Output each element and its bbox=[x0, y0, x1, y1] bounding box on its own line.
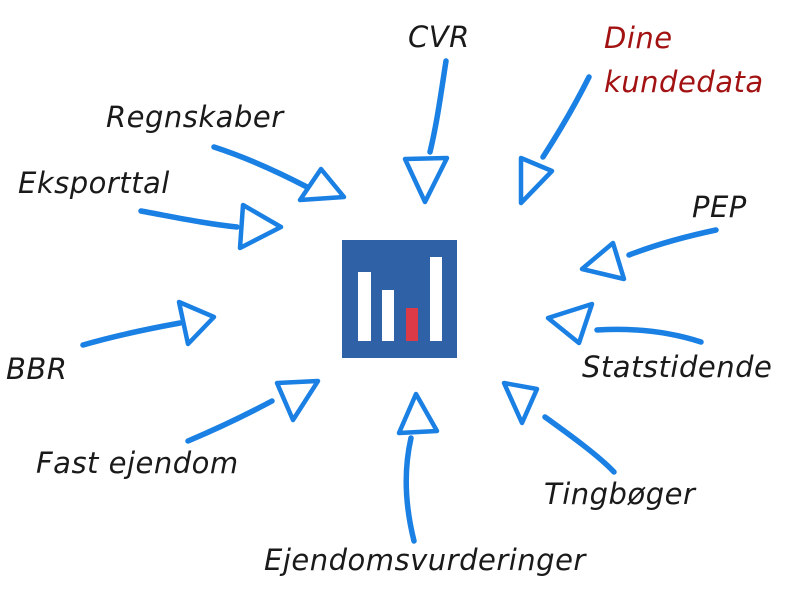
arrow-bbr bbox=[80, 299, 217, 348]
arrow-fast-ejendom bbox=[185, 378, 321, 444]
label-ejendomsvurderinger: Ejendomsvurderinger bbox=[264, 543, 586, 577]
arrow-ejendomsvurderinger bbox=[396, 391, 440, 544]
label-dine-kundedata: Dine kundedata bbox=[604, 16, 764, 104]
label-cvr: CVR bbox=[408, 20, 470, 54]
bar-chart-bar bbox=[430, 257, 442, 341]
label-bbr: BBR bbox=[6, 352, 68, 386]
label-tingboeger: Tingbøger bbox=[544, 477, 696, 511]
label-statstidende: Statstidende bbox=[582, 350, 773, 384]
arrow-pep bbox=[579, 227, 719, 282]
arrow-tingboeger bbox=[501, 380, 617, 475]
bar-chart-bar bbox=[358, 272, 371, 341]
label-regnskaber: Regnskaber bbox=[106, 100, 284, 134]
label-eksporttal: Eksporttal bbox=[18, 166, 170, 200]
arrow-regnskaber bbox=[211, 144, 347, 203]
bar-chart-icon bbox=[342, 240, 457, 358]
arrow-cvr bbox=[402, 58, 450, 205]
bar-chart-bar bbox=[382, 290, 394, 341]
label-dine-line2: kundedata bbox=[604, 65, 764, 99]
label-fast-ejendom: Fast ejendom bbox=[36, 446, 239, 480]
arrow-dine-kundedata bbox=[518, 74, 592, 206]
arrow-statstidende bbox=[545, 301, 704, 346]
label-pep: PEP bbox=[692, 190, 747, 224]
bar-chart-bar-red bbox=[406, 308, 418, 341]
label-dine-line1: Dine bbox=[604, 21, 673, 55]
arrow-eksporttal bbox=[138, 202, 284, 251]
